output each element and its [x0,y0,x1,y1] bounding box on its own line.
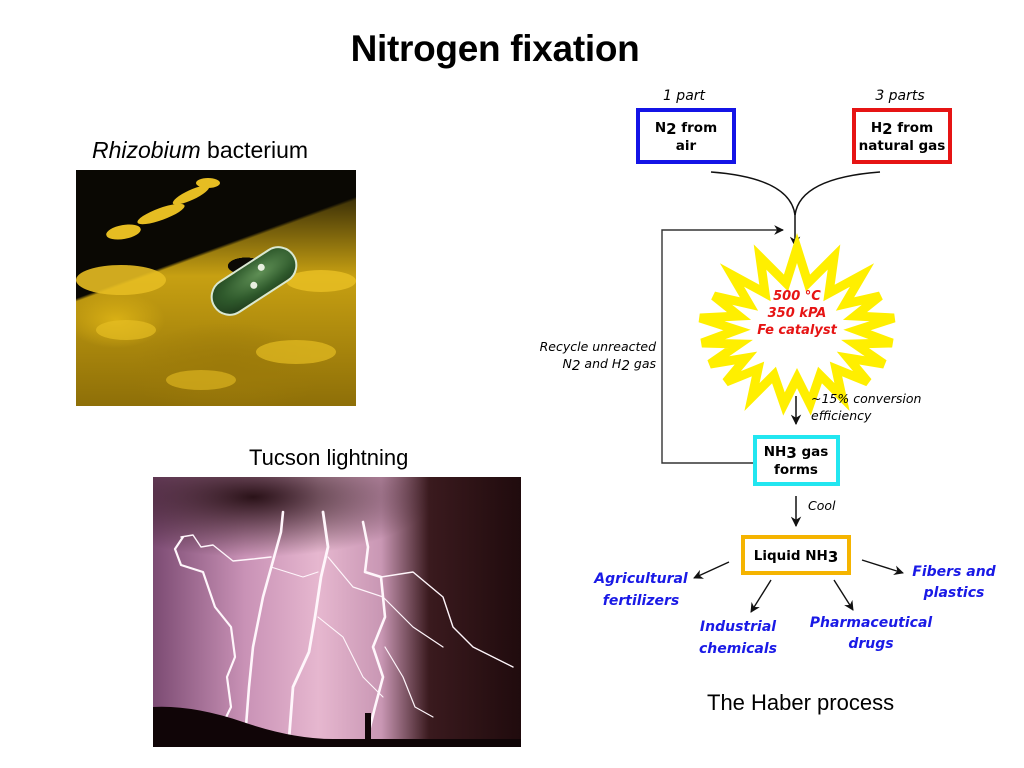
lightning-bolts [153,510,521,747]
reactor-burst: 500 °C 350 kPA Fe catalyst [698,232,896,416]
product-fibers-line2: plastics [923,585,985,601]
cool-label: Cool [808,498,836,513]
product-chemicals-line2: chemicals [699,641,777,657]
haber-caption: The Haber process [707,690,895,715]
reactor-pressure: 350 kPA [768,306,827,321]
product-fertilizers-line1: Agricultural [593,571,688,587]
liquid-nh3-box: Liquid NH3 [741,535,851,575]
recycle-label-line1: Recycle unreacted [540,339,656,354]
h2-merge-curve [794,171,881,216]
product-chemicals-line1: Industrial [700,619,776,635]
reactor-temperature: 500 °C [773,289,821,304]
lightning-caption: Tucson lightning [249,445,409,470]
product-pharmaceuticals-line1: Pharmaceutical [810,615,933,631]
nh3-gas-box: NH3 gas forms [753,435,840,486]
product-pharmaceuticals-line2: drugs [848,636,893,652]
svg-text:H2 from: H2 from [871,120,933,138]
n2-merge-curve [710,171,796,216]
n2-input-box: N2 from air [636,108,736,164]
h2-ratio-label: 3 parts [875,88,924,104]
lightning-photo [153,477,521,747]
rhizobium-caption-rest: bacterium [200,137,309,163]
svg-text:air: air [676,138,697,154]
recycle-loop-arrow [661,225,784,464]
svg-text:N2 from: N2 from [655,120,717,138]
conversion-label-line2: efficiency [811,408,872,423]
recycle-label-line2: N2 and H2 gas [562,356,656,374]
svg-text:natural gas: natural gas [859,138,946,154]
n2-ratio-label: 1 part [663,88,706,104]
rhizobium-photo [76,170,356,406]
svg-text:Liquid NH3: Liquid NH3 [754,548,839,566]
arrow-to-fertilizers [693,561,730,579]
svg-text:NH3 gas: NH3 gas [764,444,829,462]
product-fibers-line1: Fibers and [912,564,996,580]
h2-input-box: H2 from natural gas [852,108,952,164]
arrow-to-chemicals [750,579,772,613]
product-fertilizers-line2: fertilizers [603,593,679,609]
arrow-to-pharmaceuticals [833,579,854,611]
slide-title: Nitrogen fixation [350,28,640,69]
reactor-catalyst: Fe catalyst [757,323,837,338]
rhizobium-caption: Rhizobium bacterium [92,137,308,164]
svg-text:forms: forms [774,462,818,478]
conversion-label-line1: ~15% conversion [811,391,922,406]
arrow-to-fibers [861,559,904,576]
rhizobium-caption-italic: Rhizobium [92,137,201,163]
